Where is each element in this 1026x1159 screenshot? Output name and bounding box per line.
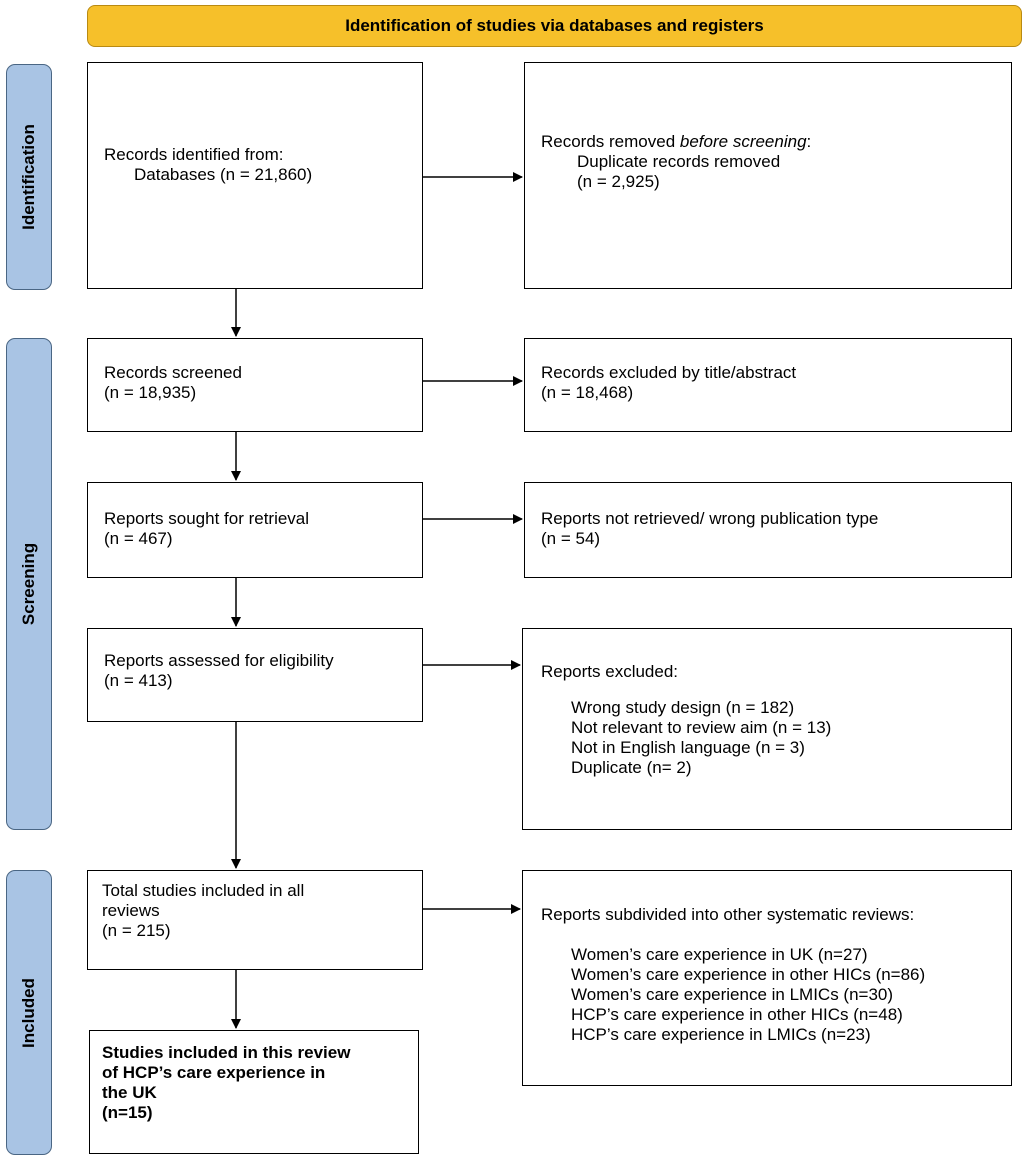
- excluded-reason-item: Not relevant to review aim (n = 13): [571, 718, 832, 737]
- reports-subdivided-title: Reports subdivided into other systematic…: [541, 905, 915, 924]
- header-title: Identification of studies via databases …: [345, 16, 764, 35]
- this-review-label-cont: of HCP’s care experience in: [102, 1063, 326, 1082]
- total-studies-label-cont: reviews: [102, 901, 160, 920]
- reports-not-retrieved-label: Reports not retrieved/ wrong publication…: [541, 509, 879, 528]
- records-excluded-box: Records excluded by title/abstract (n = …: [524, 338, 1012, 432]
- header-banner: Identification of studies via databases …: [87, 5, 1022, 47]
- excluded-reason-item: Wrong study design (n = 182): [571, 698, 795, 717]
- this-review-label: Studies included in this review: [102, 1043, 351, 1062]
- reports-assessed-count: (n = 413): [104, 671, 173, 690]
- subdivided-review-item: HCP’s care experience in LMICs (n=23): [571, 1025, 871, 1044]
- subdivided-review-item: Women’s care experience in other HICs (n…: [571, 965, 926, 984]
- records-removed-box: Records removed before screening: Duplic…: [524, 62, 1012, 289]
- records-identified-label: Records identified from:: [104, 145, 284, 164]
- reports-assessed-label: Reports assessed for eligibility: [104, 651, 334, 670]
- records-removed-label: Records removed before screening:: [541, 132, 812, 151]
- reports-excluded-box: Reports excluded: Wrong study design (n …: [522, 628, 1012, 830]
- reports-subdivided-box: Reports subdivided into other systematic…: [522, 870, 1012, 1086]
- excluded-reason-item: Not in English language (n = 3): [571, 738, 805, 757]
- records-excluded-label: Records excluded by title/abstract: [541, 363, 797, 382]
- excluded-reason-item: Duplicate (n= 2): [571, 758, 692, 777]
- total-studies-box: Total studies included in all reviews (n…: [87, 870, 423, 970]
- phase-included: Included: [6, 870, 52, 1155]
- records-excluded-count: (n = 18,468): [541, 383, 634, 402]
- subdivided-review-item: HCP’s care experience in other HICs (n=4…: [571, 1005, 903, 1024]
- records-identified-box: Records identified from: Databases (n = …: [87, 62, 423, 289]
- phase-screening: Screening: [6, 338, 52, 830]
- total-studies-count: (n = 215): [102, 921, 171, 940]
- total-studies-label: Total studies included in all: [102, 881, 305, 900]
- records-screened-count: (n = 18,935): [104, 383, 197, 402]
- phase-identification: Identification: [6, 64, 52, 290]
- reports-sought-box: Reports sought for retrieval (n = 467): [87, 482, 423, 578]
- subdivided-review-item: Women’s care experience in UK (n=27): [571, 945, 868, 964]
- this-review-count: (n=15): [102, 1103, 153, 1122]
- reports-assessed-box: Reports assessed for eligibility (n = 41…: [87, 628, 423, 722]
- duplicate-records-count: (n = 2,925): [577, 172, 660, 191]
- subdivided-review-item: Women’s care experience in LMICs (n=30): [571, 985, 894, 1004]
- reports-not-retrieved-box: Reports not retrieved/ wrong publication…: [524, 482, 1012, 578]
- records-screened-label: Records screened: [104, 363, 242, 382]
- duplicate-records-label: Duplicate records removed: [577, 152, 781, 171]
- this-review-box: Studies included in this review of HCP’s…: [89, 1030, 419, 1154]
- reports-excluded-title: Reports excluded:: [541, 662, 679, 681]
- reports-not-retrieved-count: (n = 54): [541, 529, 601, 548]
- this-review-label-end: the UK: [102, 1083, 157, 1102]
- databases-count: Databases (n = 21,860): [134, 165, 313, 184]
- records-screened-box: Records screened (n = 18,935): [87, 338, 423, 432]
- reports-sought-label: Reports sought for retrieval: [104, 509, 310, 528]
- reports-sought-count: (n = 467): [104, 529, 173, 548]
